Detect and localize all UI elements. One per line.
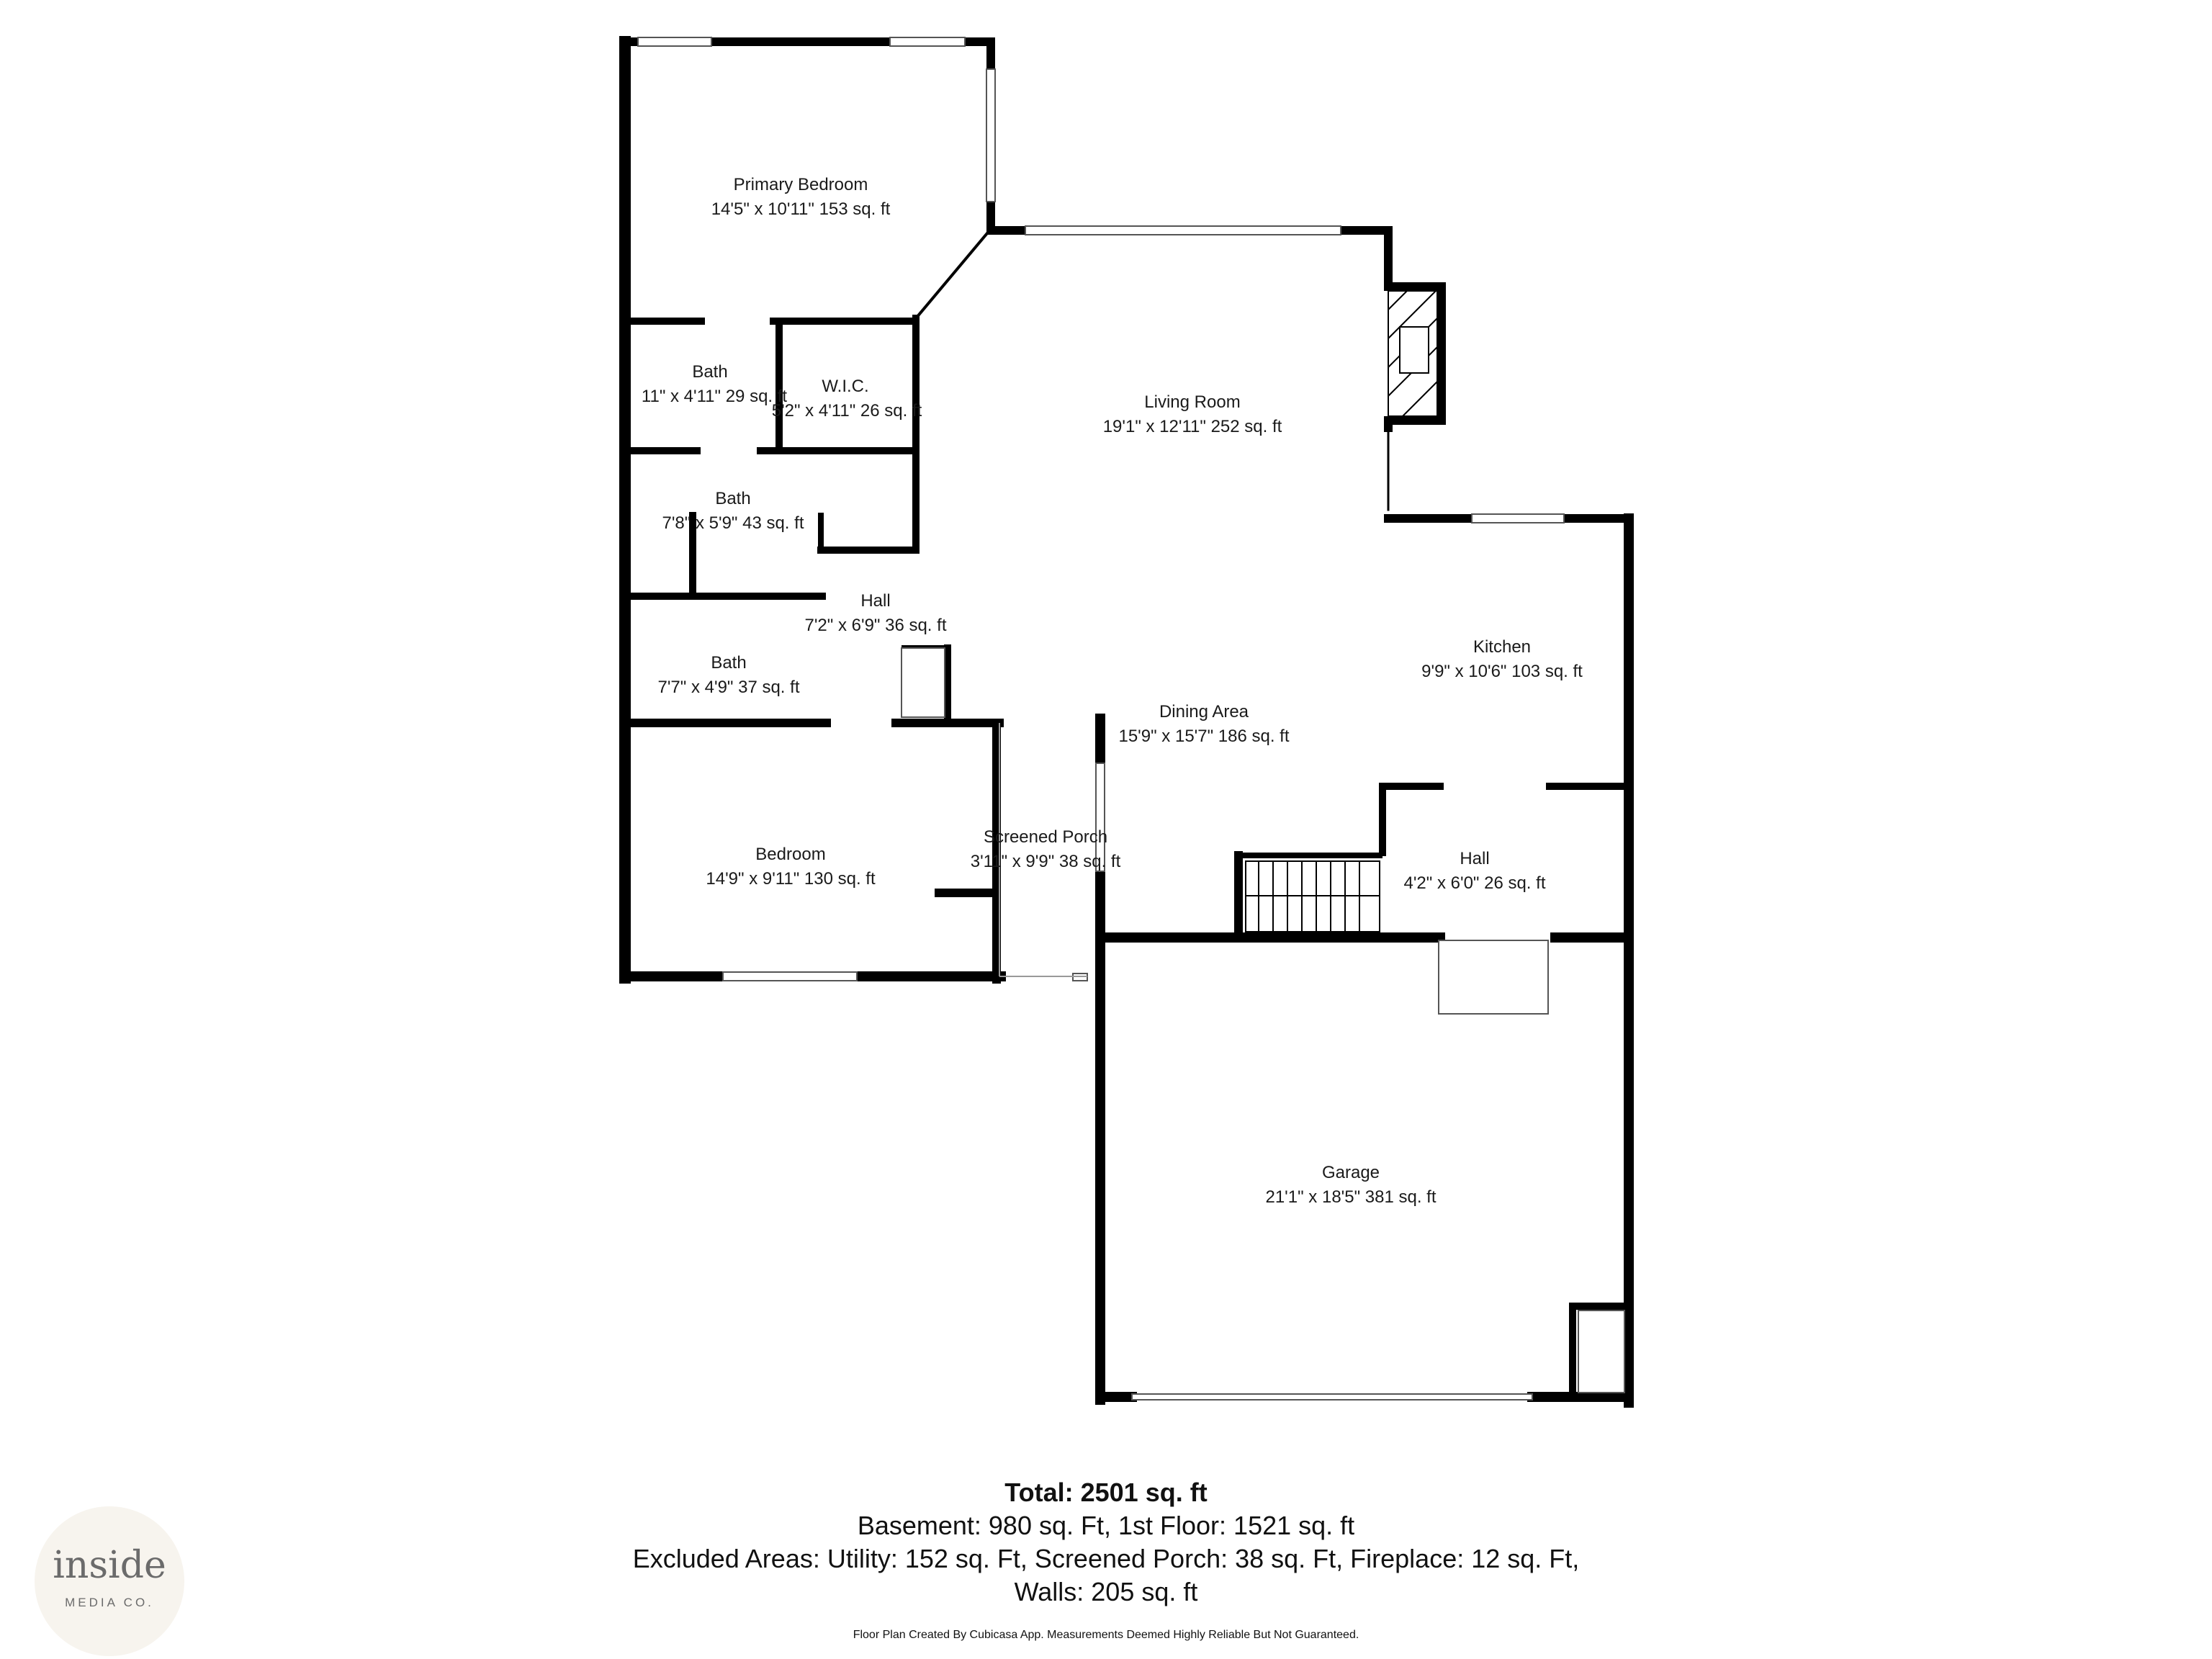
- room-screened-porch-dims: 3'11" x 9'9" 38 sq. ft: [971, 852, 1121, 871]
- excluded-areas: Excluded Areas: Utility: 152 sq. Ft, Scr…: [632, 1544, 1580, 1573]
- room-labels: Primary Bedroom 14'5" x 10'11" 153 sq. f…: [642, 175, 1583, 1207]
- room-living-room-dims: 19'1" x 12'11" 252 sq. ft: [1103, 417, 1282, 436]
- logo-subtitle: MEDIA CO.: [65, 1596, 154, 1609]
- window: [1131, 1393, 1533, 1401]
- room-screened-porch-name: Screened Porch: [984, 827, 1107, 847]
- room-wic-name: W.I.C.: [822, 377, 868, 396]
- brand-logo: inside MEDIA CO.: [35, 1506, 184, 1656]
- room-dining-area-dims: 15'9" x 15'7" 186 sq. ft: [1118, 727, 1289, 746]
- room-dining-area-name: Dining Area: [1159, 702, 1249, 721]
- room-bedroom-name: Bedroom: [755, 845, 825, 864]
- room-bath-2-dims: 7'8" x 5'9" 43 sq. ft: [662, 513, 804, 533]
- room-primary-bedroom-name: Primary Bedroom: [734, 175, 868, 194]
- window: [1095, 763, 1105, 872]
- window: [986, 68, 996, 202]
- room-kitchen-name: Kitchen: [1473, 637, 1531, 657]
- fireplace: [1388, 290, 1438, 417]
- closet: [901, 647, 945, 718]
- room-bath-1-dims: 11" x 4'11" 29 sq. ft: [642, 387, 788, 406]
- window: [1025, 225, 1341, 235]
- room-kitchen-dims: 9'9" x 10'6" 103 sq. ft: [1421, 662, 1583, 681]
- walls-area: Walls: 205 sq. ft: [1014, 1577, 1198, 1606]
- stairs: [1245, 860, 1380, 932]
- firebox: [1399, 326, 1429, 374]
- room-hall-1-name: Hall: [860, 591, 890, 611]
- window: [889, 37, 966, 47]
- walls: [619, 36, 1634, 1408]
- room-garage-name: Garage: [1322, 1163, 1380, 1182]
- floor-breakdown: Basement: 980 sq. Ft, 1st Floor: 1521 sq…: [857, 1511, 1355, 1540]
- room-hall-2-dims: 4'2" x 6'0" 26 sq. ft: [1404, 873, 1546, 893]
- room-garage-dims: 21'1" x 18'5" 381 sq. ft: [1265, 1187, 1436, 1207]
- screened-porch-outline: [999, 723, 1087, 977]
- room-hall-2-name: Hall: [1460, 849, 1489, 868]
- room-living-room-name: Living Room: [1144, 392, 1240, 412]
- room-bedroom-dims: 14'9" x 9'11" 130 sq. ft: [706, 869, 876, 889]
- total-area: Total: 2501 sq. ft: [1004, 1478, 1208, 1507]
- room-bath-3-name: Bath: [711, 653, 746, 673]
- window: [722, 971, 858, 981]
- room-primary-bedroom-dims: 14'5" x 10'11" 153 sq. ft: [711, 199, 891, 219]
- windows-and-openings: [637, 37, 1625, 1401]
- wall: [914, 227, 993, 320]
- window: [637, 37, 712, 47]
- closet: [1578, 1310, 1625, 1393]
- room-bath-1-name: Bath: [692, 362, 727, 382]
- logo-wordmark: inside: [53, 1544, 166, 1587]
- room-bath-2-name: Bath: [715, 489, 750, 508]
- window: [1471, 513, 1565, 523]
- door-frame: [1438, 940, 1549, 1015]
- disclaimer: Floor Plan Created By Cubicasa App. Meas…: [853, 1629, 1359, 1641]
- room-hall-1-dims: 7'2" x 6'9" 36 sq. ft: [805, 616, 947, 635]
- room-wic-dims: 5'2" x 4'11" 26 sq. ft: [772, 401, 922, 421]
- room-bath-3-dims: 7'7" x 4'9" 37 sq. ft: [658, 678, 800, 697]
